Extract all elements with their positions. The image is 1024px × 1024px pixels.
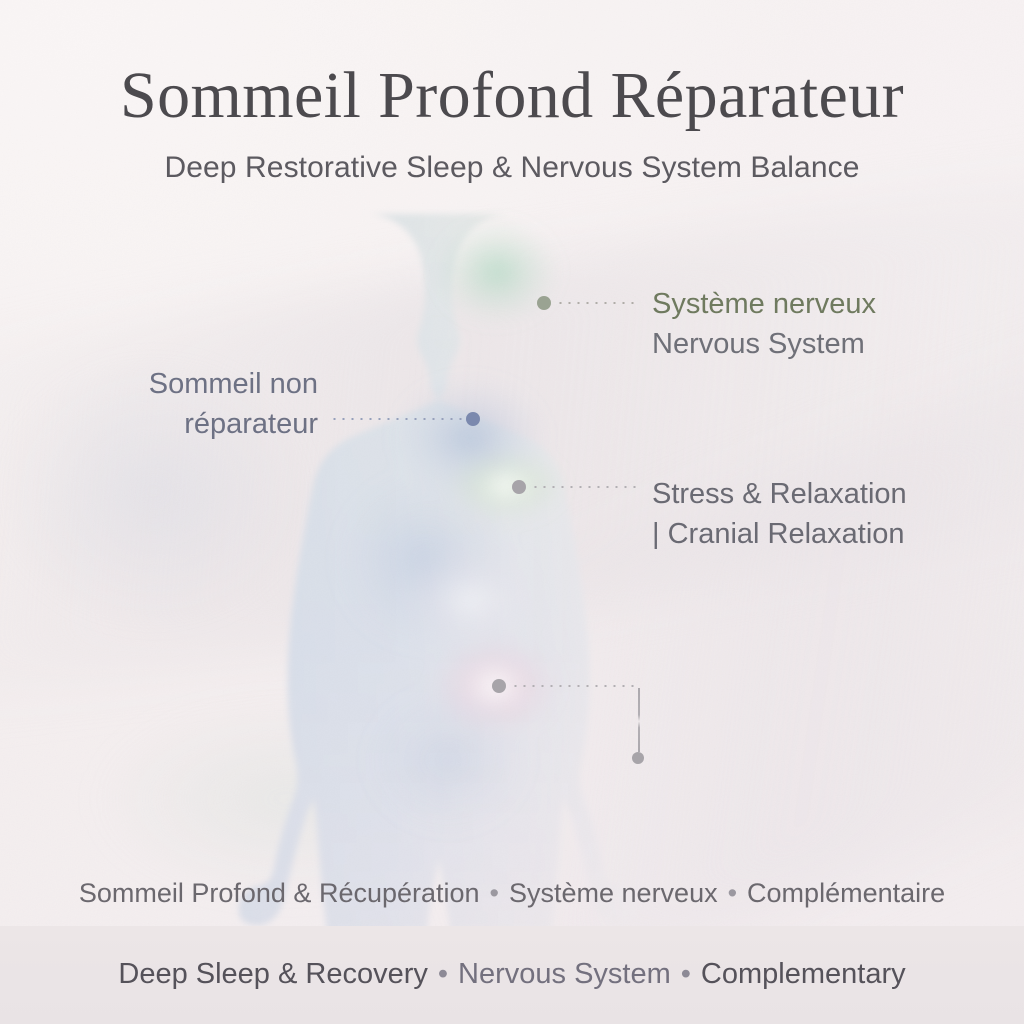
marker-nervous-system[interactable] <box>537 296 551 310</box>
marker-non-restorative-sleep[interactable] <box>466 412 480 426</box>
annotation-nervous-system: Système nerveux Nervous System <box>652 284 876 364</box>
page-subtitle: Deep Restorative Sleep & Nervous System … <box>164 151 860 184</box>
marker-stress-relaxation[interactable] <box>512 480 526 494</box>
annotation-non-restorative-sleep: Sommeil non réparateur <box>0 364 318 444</box>
footer-french-separator-0: • <box>489 878 499 908</box>
annotation-nervous-system-en: Nervous System <box>652 328 865 360</box>
footer-french-item-0: Sommeil Profond & Récupération <box>78 878 480 908</box>
footer-bar: Deep Sleep & Recovery • Nervous System • Com… <box>0 926 1024 1024</box>
footer-french-item-2: Complémentaire <box>747 878 946 908</box>
annotation-non-restorative-sleep-l2: réparateur <box>184 408 318 440</box>
footer-english: Deep Sleep & Recovery • Nervous System • Com… <box>0 954 1024 994</box>
footer-english-separator-1: • <box>680 958 691 990</box>
footer-english-item-2: Complementary <box>700 958 906 990</box>
footer-english-separator-0: • <box>437 958 449 990</box>
footer-english-item-1: Nervous System <box>458 958 671 990</box>
footer-french-separator-1: • <box>727 878 738 908</box>
leader-line-abdomen <box>511 685 638 687</box>
marker-abdomen-endpoint[interactable] <box>632 752 644 764</box>
annotation-stress-relaxation-l2: | Cranial Relaxation <box>652 518 905 550</box>
footer-english-item-0: Deep Sleep & Recovery <box>118 958 428 990</box>
leader-line-nervous-system <box>556 302 640 304</box>
page-title: Sommeil Profond Réparateur <box>120 59 904 132</box>
annotation-stress-relaxation: Stress & Relaxation | Cranial Relaxation <box>652 474 907 554</box>
annotation-stress-relaxation-l1: Stress & Relaxation <box>652 478 907 510</box>
marker-abdomen[interactable] <box>492 679 506 693</box>
footer-french: Sommeil Profond & Récupération • Système n… <box>0 874 1024 912</box>
annotation-non-restorative-sleep-l1: Sommeil non <box>148 368 318 400</box>
footer-french-item-1: Système nerveux <box>509 878 718 908</box>
leader-line-stress-relaxation <box>531 486 640 488</box>
leader-line-non-restorative-sleep <box>330 418 466 420</box>
annotation-nervous-system-fr: Système nerveux <box>652 288 877 320</box>
leader-line-abdomen-vertical <box>638 688 640 752</box>
